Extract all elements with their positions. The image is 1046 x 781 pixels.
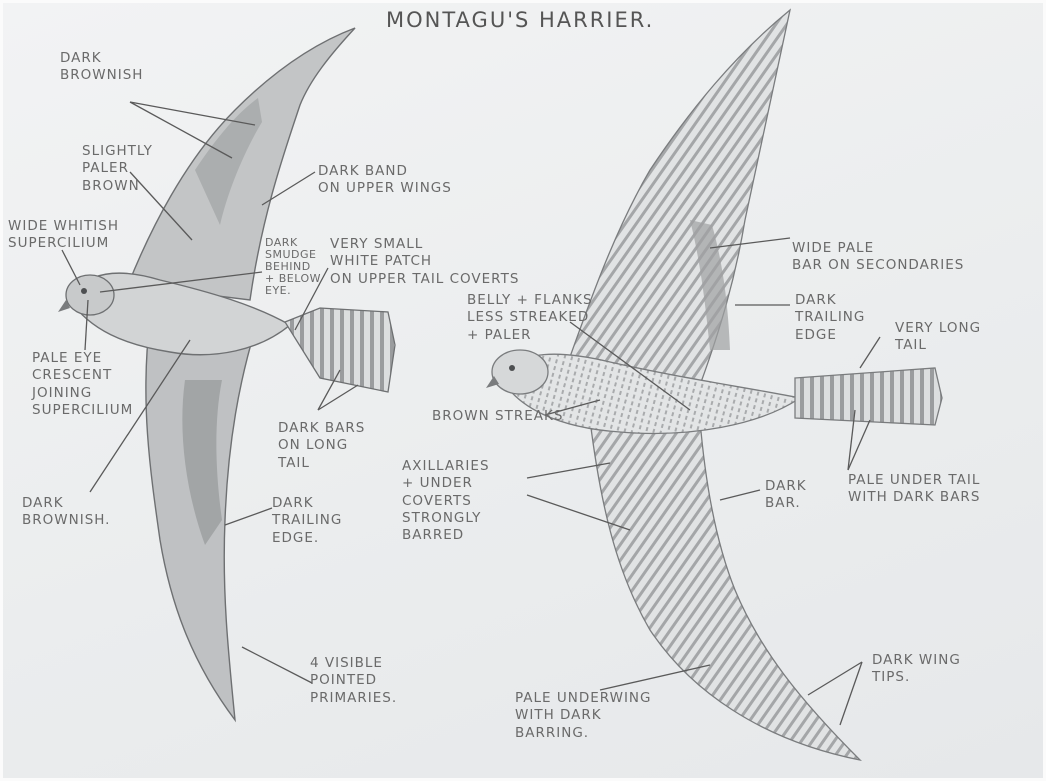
label-wide-whitish-supercilium: WIDE WHITISH SUPERCILIUM (8, 218, 119, 253)
right-harrier-sketch (486, 10, 942, 760)
label-dark-bar: DARK BAR. (765, 478, 807, 513)
label-white-patch: VERY SMALL WHITE PATCH ON UPPER TAIL COV… (330, 236, 519, 288)
label-pale-underwing: PALE UNDERWING WITH DARK BARRING. (515, 690, 651, 742)
right-eye (509, 365, 515, 371)
label-dark-brownish-bottom: DARK BROWNISH. (22, 495, 110, 530)
label-very-long-tail: VERY LONG TAIL (895, 320, 981, 355)
left-eye (81, 288, 87, 294)
right-upper-wing (560, 10, 790, 385)
right-tail (795, 368, 942, 425)
label-axillaries: AXILLARIES + UNDER COVERTS STRONGLY BARR… (402, 458, 490, 544)
label-primaries: 4 VISIBLE POINTED PRIMARIES. (310, 655, 397, 707)
label-pale-eye-crescent: PALE EYE CRESCENT JOINING SUPERCILIUM (32, 350, 133, 419)
label-dark-trailing-edge-right: DARK TRAILING EDGE (795, 292, 865, 344)
label-dark-smudge: DARK SMUDGE BEHIND + BELOW EYE. (265, 237, 321, 297)
left-tail (285, 308, 395, 392)
label-dark-band-upper-wings: DARK BAND ON UPPER WINGS (318, 163, 452, 198)
label-dark-brownish-top: DARK BROWNISH (60, 50, 143, 85)
label-brown-streaks: BROWN STREAKS (432, 408, 563, 425)
left-head (66, 275, 114, 315)
label-dark-bars-tail: DARK BARS ON LONG TAIL (278, 420, 365, 472)
label-slightly-paler-brown: SLIGHTLY PALER BROWN (82, 143, 153, 195)
page-title: MONTAGU'S HARRIER. (386, 8, 654, 32)
right-head (492, 350, 548, 394)
label-dark-trailing-edge-left: DARK TRAILING EDGE. (272, 495, 342, 547)
label-pale-under-tail: PALE UNDER TAIL WITH DARK BARS (848, 472, 980, 507)
label-wide-pale-bar: WIDE PALE BAR ON SECONDARIES (792, 240, 964, 275)
label-belly-flanks: BELLY + FLANKS LESS STREAKED + PALER (467, 292, 593, 344)
label-dark-wing-tips: DARK WING TIPS. (872, 652, 961, 687)
